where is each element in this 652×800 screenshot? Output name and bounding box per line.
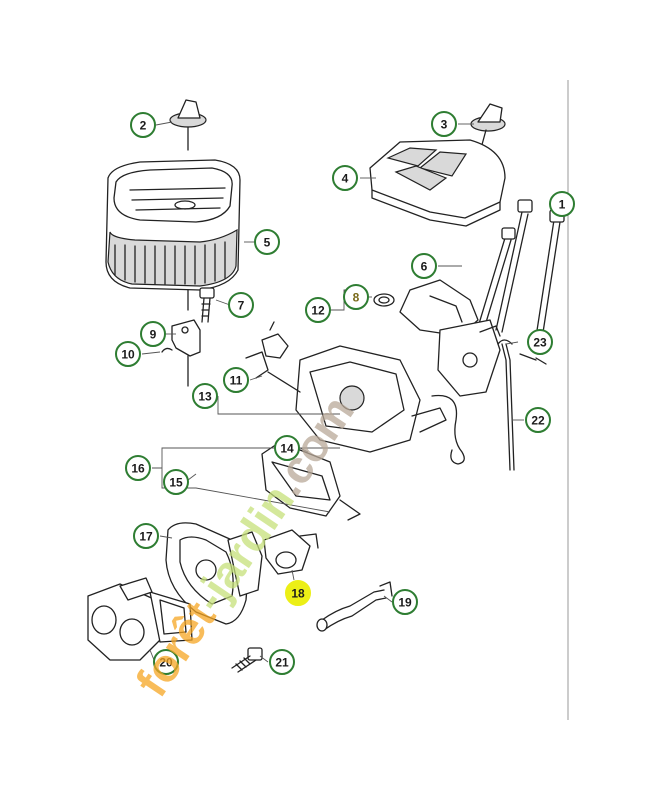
callout-circle — [269, 649, 295, 675]
part-air-filter — [105, 159, 241, 311]
callout-circle — [130, 112, 156, 138]
callout-circle — [228, 292, 254, 318]
callout-circle — [223, 367, 249, 393]
callout-16: 16 — [125, 455, 151, 481]
callout-circle — [285, 580, 311, 606]
callout-22: 22 — [525, 407, 551, 433]
callout-5: 5 — [254, 229, 280, 255]
callout-circle — [254, 229, 280, 255]
callout-17: 17 — [133, 523, 159, 549]
callout-circle — [332, 165, 358, 191]
callout-circle — [343, 284, 369, 310]
callout-number: 12 — [311, 304, 325, 318]
callout-20: 20 — [153, 649, 179, 675]
callout-circle — [163, 469, 189, 495]
callout-circle — [133, 523, 159, 549]
callout-circle — [527, 329, 553, 355]
callout-circle — [274, 435, 300, 461]
callout-circle — [525, 407, 551, 433]
part-fitting — [263, 529, 319, 575]
part-carburetor-body — [295, 319, 501, 465]
part-intake-flange — [261, 441, 361, 521]
callout-circle — [192, 383, 218, 409]
callout-number: 3 — [441, 118, 448, 132]
callout-number: 14 — [280, 442, 294, 456]
callout-number: 11 — [230, 374, 243, 388]
callout-19: 19 — [392, 589, 418, 615]
callout-3: 3 — [431, 111, 457, 137]
callout-number: 7 — [238, 299, 245, 313]
callout-circle — [549, 191, 575, 217]
callout-number: 6 — [421, 260, 428, 274]
callout-21: 21 — [269, 649, 295, 675]
callout-number: 15 — [169, 476, 183, 490]
callout-number: 20 — [159, 656, 173, 670]
callout-2: 2 — [130, 112, 156, 138]
part-screw-7 — [199, 287, 215, 323]
part-hose — [316, 581, 393, 632]
callout-number: 19 — [398, 596, 412, 610]
callout-number: 4 — [342, 172, 349, 186]
callout-15: 15 — [163, 469, 189, 495]
callout-number: 21 — [275, 656, 289, 670]
callout-number: 9 — [150, 328, 157, 342]
callout-circle — [411, 253, 437, 279]
callout-circle — [153, 649, 179, 675]
callout-number: 18 — [291, 587, 305, 601]
callout-14: 14 — [274, 435, 300, 461]
callout-4: 4 — [332, 165, 358, 191]
callout-number: 2 — [140, 119, 147, 133]
callout-number: 17 — [139, 530, 153, 544]
callout-18: 18 — [285, 580, 311, 606]
part-linkage — [245, 321, 301, 393]
callout-7: 7 — [228, 292, 254, 318]
callout-23: 23 — [527, 329, 553, 355]
callout-circle — [392, 589, 418, 615]
callout-number: 1 — [559, 198, 566, 212]
callout-6: 6 — [411, 253, 437, 279]
watermark: forêt-jardin.com — [125, 386, 364, 705]
part-cover-knob — [470, 103, 506, 153]
part-bracket-9 — [161, 319, 201, 387]
part-bolt-21 — [231, 647, 263, 673]
callout-number: 13 — [198, 390, 212, 404]
leader-lines — [141, 121, 561, 663]
part-filter-knob — [169, 99, 207, 151]
callout-number: 16 — [131, 462, 145, 476]
callout-circle — [125, 455, 151, 481]
callout-12: 12 — [305, 297, 331, 323]
callout-number: 22 — [531, 414, 545, 428]
callout-10: 10 — [115, 341, 141, 367]
callout-9: 9 — [140, 321, 166, 347]
callout-8: 8 — [343, 284, 369, 310]
watermark-text: forêt-jardin.com — [125, 386, 364, 705]
callout-11: 11 — [223, 367, 249, 393]
callout-number: 8 — [353, 291, 360, 305]
callout-circle — [140, 321, 166, 347]
part-cable-tie — [497, 339, 547, 471]
callout-circle — [305, 297, 331, 323]
callout-circle — [115, 341, 141, 367]
callout-circle — [431, 111, 457, 137]
callout-number: 5 — [264, 236, 271, 250]
part-filter-cover — [369, 139, 506, 227]
part-gasket-plate — [165, 522, 263, 625]
callout-number: 23 — [533, 336, 547, 350]
callout-13: 13 — [192, 383, 218, 409]
callout-1: 1 — [549, 191, 575, 217]
callout-number: 10 — [121, 348, 135, 362]
